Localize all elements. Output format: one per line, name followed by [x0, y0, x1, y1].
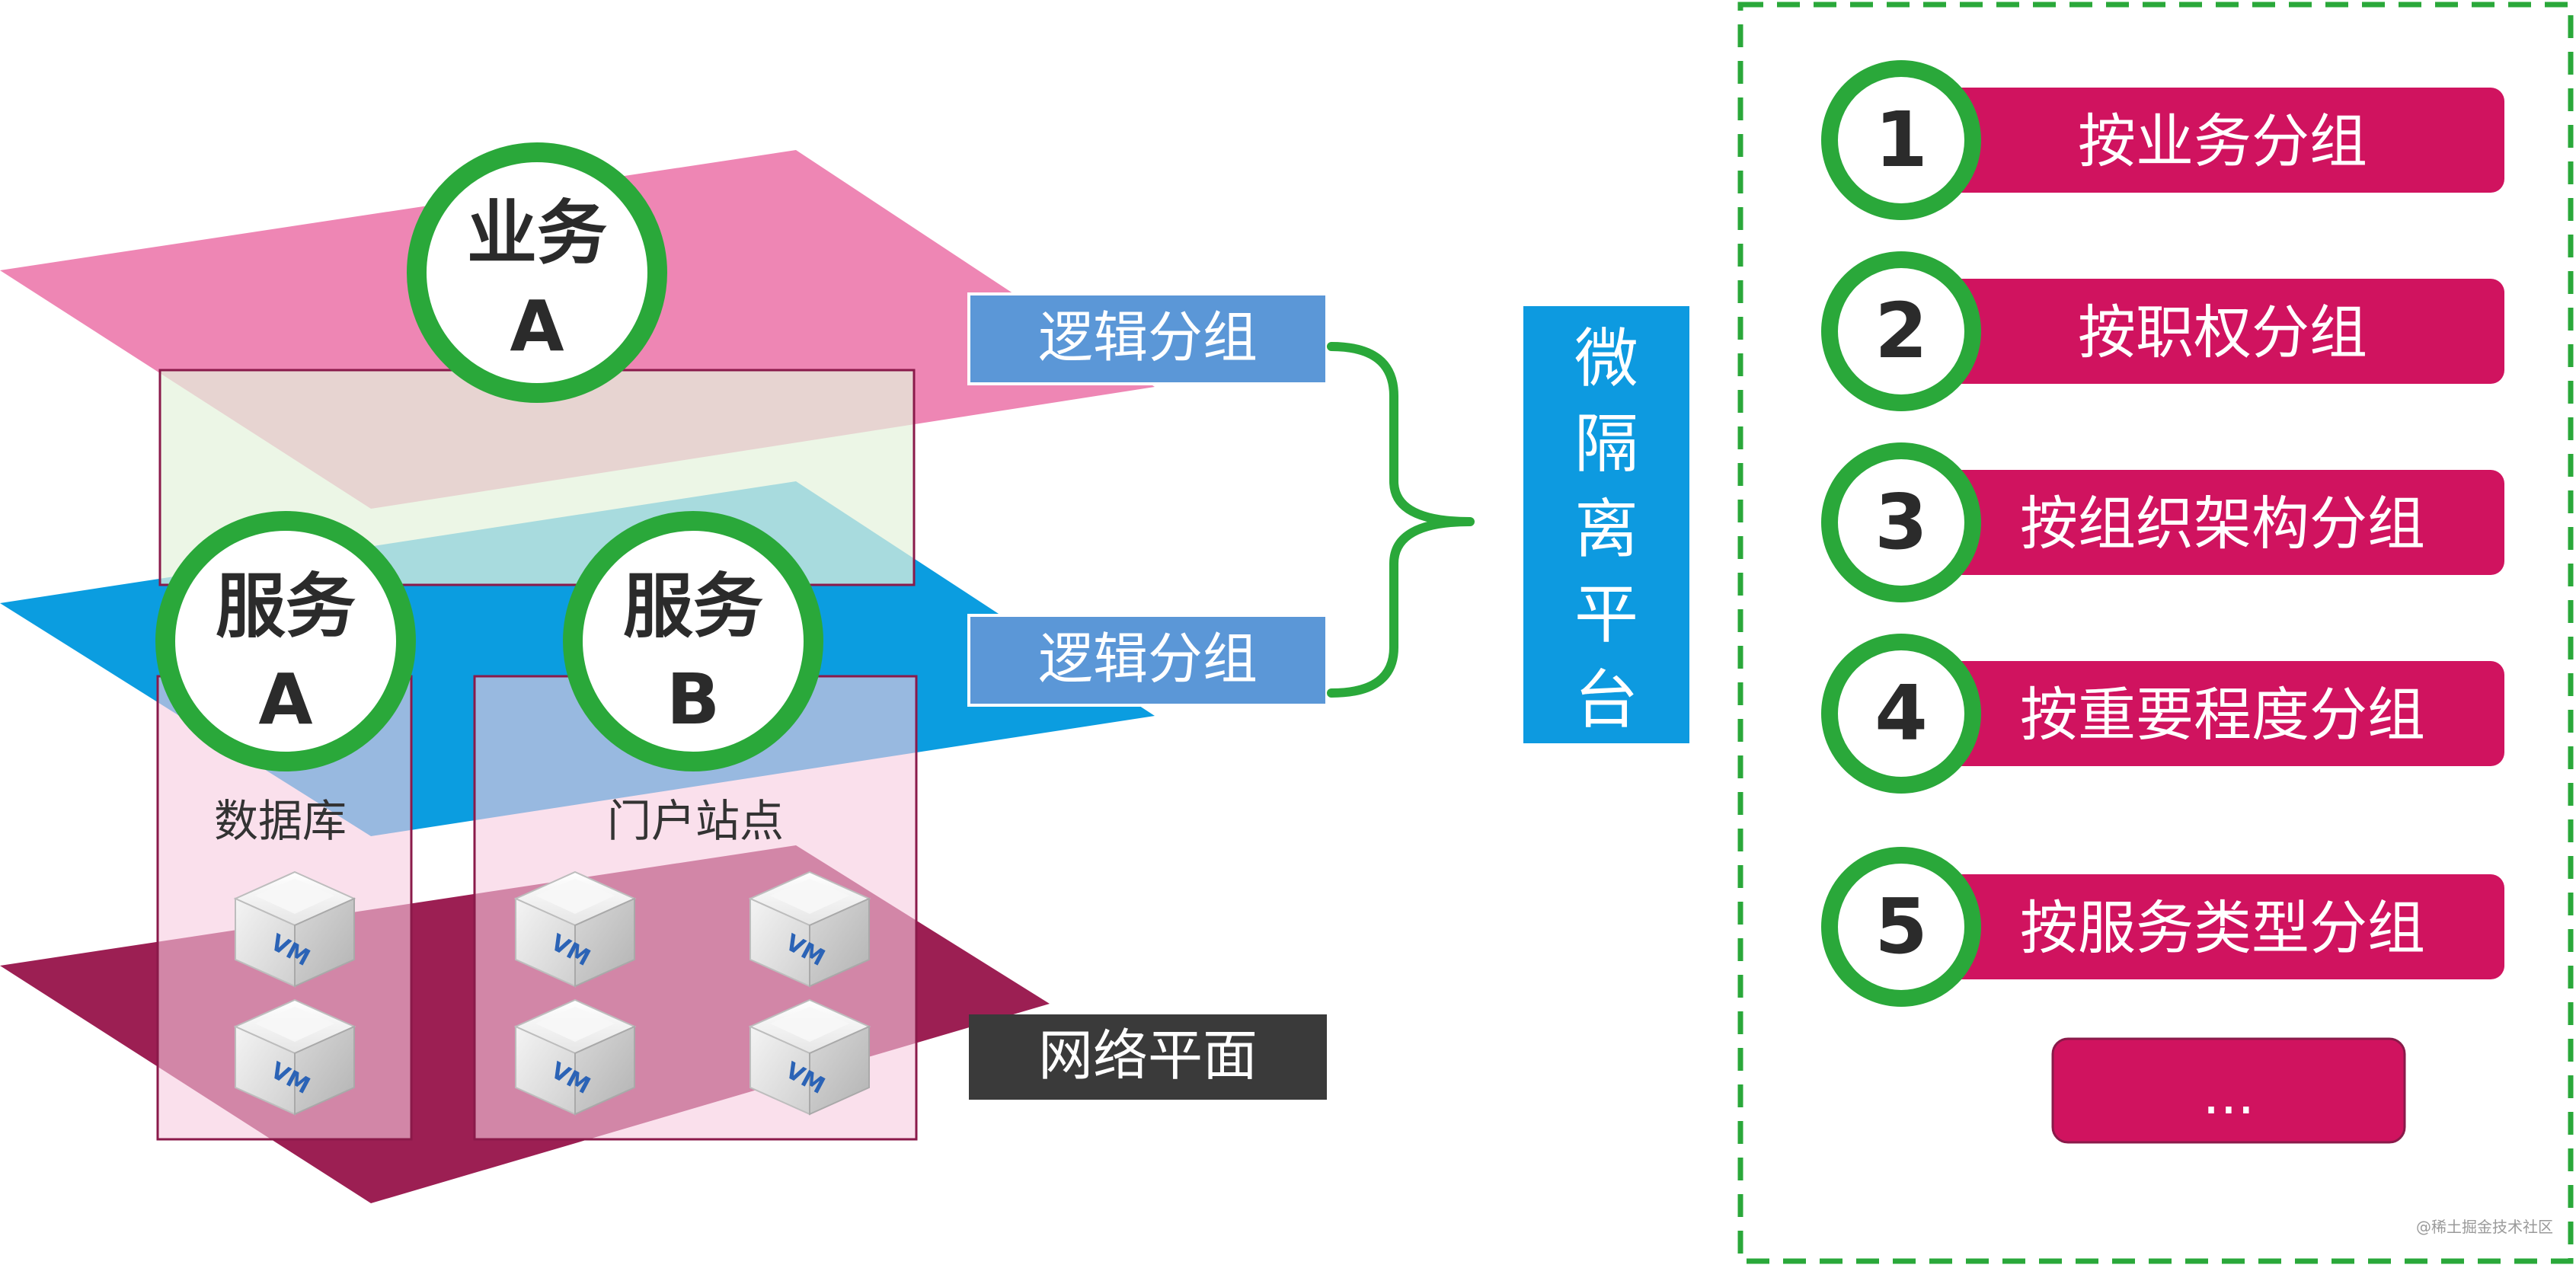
micro-segmentation-platform: 微 隔 离 平 台 [1523, 306, 1689, 743]
grouping-item-label: 按服务类型分组 [2020, 894, 2425, 962]
grouping-item-5: 按服务类型分组 5 [1821, 847, 2504, 1007]
network-plane-text: 网络平面 [1038, 1024, 1258, 1088]
service-a-line2: A [258, 659, 312, 740]
grouping-more-label: ... [2203, 1062, 2255, 1126]
platform-char: 微 [1574, 321, 1638, 396]
service-b-node: 服务 B [563, 511, 823, 771]
grouping-item-4: 按重要程度分组 4 [1821, 634, 2504, 794]
platform-char: 台 [1574, 663, 1638, 737]
grouping-item-label: 按重要程度分组 [2020, 681, 2425, 749]
platform-char: 隔 [1574, 407, 1638, 481]
platform-char: 离 [1574, 492, 1638, 567]
vm-cube: VM [749, 871, 870, 987]
vm-cube: VM [749, 999, 870, 1115]
platform-char: 平 [1574, 577, 1638, 652]
business-a-node: 业务 A [407, 142, 667, 403]
service-b-line1: 服务 [623, 566, 763, 647]
grouping-item-3: 按组织架构分组 3 [1821, 442, 2504, 602]
portal-label: 门户站点 [607, 795, 784, 847]
grouping-item-number: 3 [1874, 477, 1928, 567]
logical-group-label-bottom: 逻辑分组 [967, 614, 1328, 707]
vm-cube: VM [235, 999, 355, 1115]
logical-group-label-top: 逻辑分组 [967, 292, 1328, 385]
grouping-item-2: 按职权分组 2 [1821, 251, 2504, 411]
business-a-line2: A [510, 286, 564, 367]
grouping-brace [1327, 342, 1475, 698]
logical-group-top-text: 逻辑分组 [1038, 305, 1258, 369]
service-a-line1: 服务 [216, 566, 356, 647]
grouping-item-number: 2 [1874, 286, 1928, 375]
grouping-item-number: 4 [1874, 669, 1928, 758]
database-label: 数据库 [214, 795, 347, 847]
vm-cube: VM [515, 999, 635, 1115]
vm-cube: VM [235, 871, 355, 987]
grouping-item-number: 1 [1874, 95, 1928, 184]
business-a-line1: 业务 [467, 193, 607, 274]
network-plane-label: 网络平面 [969, 1014, 1327, 1100]
grouping-item-number: 5 [1874, 882, 1928, 971]
grouping-methods-panel [1737, 2, 2574, 1264]
watermark: @稀土掘金技术社区 [2416, 1218, 2553, 1236]
grouping-item-label: 按组织架构分组 [2020, 490, 2425, 557]
service-a-node: 服务 A [155, 511, 416, 771]
service-b-line2: B [666, 659, 720, 740]
grouping-item-label: 按业务分组 [2078, 107, 2367, 175]
logical-group-bottom-text: 逻辑分组 [1038, 627, 1258, 691]
grouping-item-label: 按职权分组 [2078, 299, 2367, 366]
grouping-item-1: 按业务分组 1 [1821, 60, 2504, 220]
grouping-item-more: ... [2051, 1037, 2406, 1144]
vm-cube: VM [515, 871, 635, 987]
